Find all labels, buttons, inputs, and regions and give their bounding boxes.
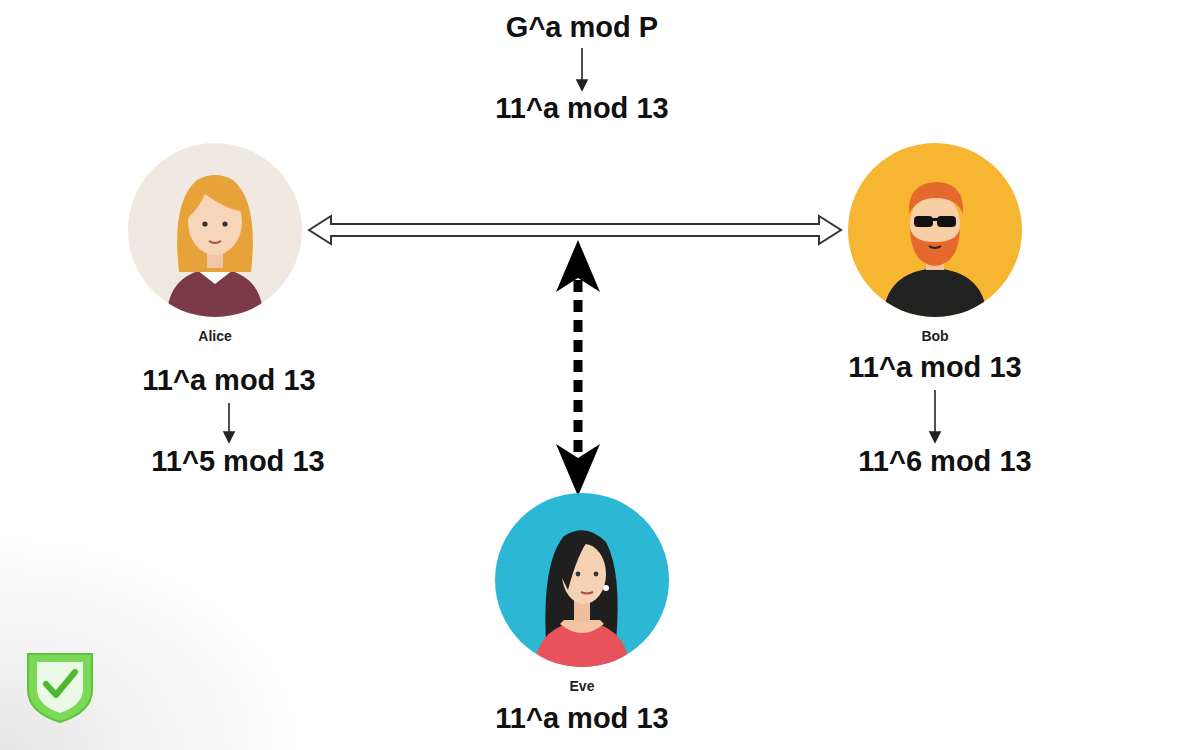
person-node: Bob bbox=[847, 142, 1023, 344]
person-node: Eve bbox=[494, 492, 670, 694]
avatar-illustration bbox=[127, 142, 303, 318]
double-arrow bbox=[309, 216, 841, 244]
formula-label: 11^6 mod 13 bbox=[858, 446, 1031, 478]
formula-label: 11^a mod 13 bbox=[142, 365, 315, 397]
person-node: Alice bbox=[127, 142, 303, 344]
corner-shade bbox=[0, 380, 520, 750]
shield-logo bbox=[28, 654, 92, 722]
eavesdrop-arrow bbox=[556, 240, 600, 496]
formula-label: 11^a mod 13 bbox=[848, 352, 1021, 384]
formula-label: 11^a mod 13 bbox=[495, 703, 668, 735]
person-name: Alice bbox=[127, 328, 303, 344]
avatar-illustration bbox=[847, 142, 1023, 318]
formula-label: 11^5 mod 13 bbox=[151, 446, 324, 478]
formula-label: 11^a mod 13 bbox=[495, 93, 668, 125]
person-name: Bob bbox=[847, 328, 1023, 344]
formula-label: G^a mod P bbox=[506, 12, 658, 44]
avatar-illustration bbox=[494, 492, 670, 668]
person-name: Eve bbox=[494, 678, 670, 694]
